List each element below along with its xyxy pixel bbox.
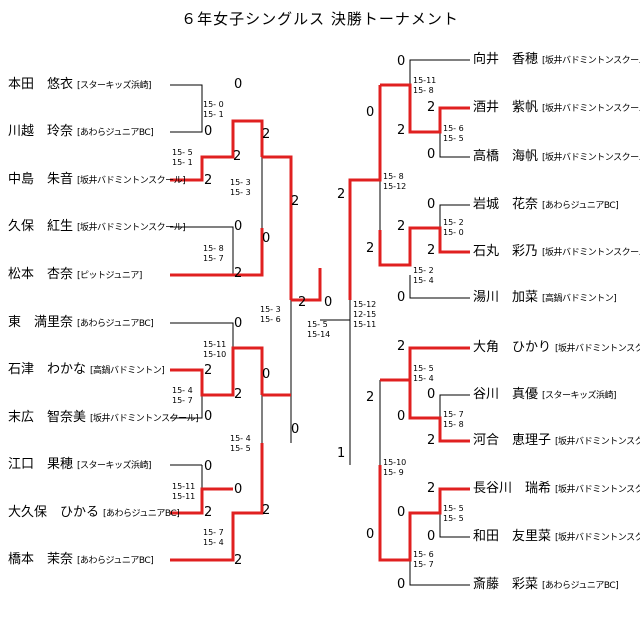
- game-count: 2: [234, 266, 243, 281]
- player-right-8: 谷川 真優[スターキッズ浜崎]: [473, 387, 617, 402]
- score-left: 15- 4 15- 5: [230, 434, 251, 453]
- player-right-11: 和田 友里菜[坂井バドミントンスクール]: [473, 529, 640, 544]
- game-count: 2: [366, 241, 375, 256]
- player-right-10: 長谷川 瑞希[坂井バドミントンスクール]: [473, 481, 640, 496]
- game-count: 0: [397, 409, 406, 424]
- score-left: 15- 5 15- 1: [172, 148, 193, 167]
- game-count: 2: [234, 553, 243, 568]
- player-left-4: 久保 紅生[坂井バドミントンスクール]: [8, 219, 186, 234]
- game-count: 0: [427, 197, 436, 212]
- score-right: 15- 6 15- 7: [413, 550, 434, 569]
- game-count: 0: [234, 316, 243, 331]
- player-right-1: 向井 香穂[坂井バドミントンスクール]: [473, 52, 640, 67]
- game-count: 0: [427, 529, 436, 544]
- game-count: 0: [262, 231, 271, 246]
- score-left: 15- 3 15- 3: [230, 178, 251, 197]
- game-count: 2: [291, 194, 300, 209]
- game-count: 1: [337, 446, 346, 461]
- game-count: 2: [427, 243, 436, 258]
- game-count: 2: [427, 481, 436, 496]
- page-title: ６年女子シングルス 決勝トーナメント: [181, 10, 459, 28]
- player-right-5: 石丸 彩乃[坂井バドミントンスクール]: [473, 244, 640, 259]
- score-right: 15- 2 15- 0: [443, 218, 464, 237]
- game-count: 0: [204, 459, 213, 474]
- score-right: 15- 8 15-12: [383, 172, 407, 191]
- score-left: 15- 0 15- 1: [203, 100, 224, 119]
- score-right: 15-11 15- 8: [413, 76, 437, 95]
- score-right: 15-12 12-15 15-11: [353, 300, 377, 329]
- game-count: 2: [337, 187, 346, 202]
- player-right-3: 高橋 海帆[坂井バドミントンスクール]: [473, 149, 640, 164]
- score-left: 15- 7 15- 4: [203, 528, 224, 547]
- game-count: 0: [324, 295, 333, 310]
- score-left: 15- 4 15- 7: [172, 386, 193, 405]
- player-right-9: 河合 恵理子[坂井バドミントンスクール]: [473, 433, 640, 448]
- player-right-6: 湯川 加菜[高鍋バドミントン]: [473, 290, 617, 305]
- game-count: 0: [397, 290, 406, 305]
- player-left-9: 江口 果穂[スターキッズ浜崎]: [8, 457, 152, 472]
- score-left: 15-11 15-11: [172, 482, 196, 501]
- score-right: 15-10 15- 9: [383, 458, 407, 477]
- player-right-2: 酒井 紫帆[坂井バドミントンスクール]: [473, 100, 640, 115]
- player-right-12: 斎藤 彩菜[あわらジュニアBC]: [473, 577, 619, 592]
- game-count: 0: [397, 505, 406, 520]
- game-count: 2: [427, 433, 436, 448]
- player-left-5: 松本 杏奈[ピットジュニア]: [8, 267, 142, 282]
- game-count: 2: [262, 127, 271, 142]
- player-left-2: 川越 玲奈[あわらジュニアBC]: [8, 124, 154, 139]
- score-left: 15-11 15-10: [203, 340, 227, 359]
- game-count: 0: [204, 124, 213, 139]
- game-count: 2: [262, 503, 271, 518]
- score-final: 15- 5 15-14: [307, 320, 331, 339]
- game-count: 0: [366, 105, 375, 120]
- player-left-6: 東 満里奈[あわらジュニアBC]: [8, 315, 154, 330]
- player-left-11: 橋本 茉奈[あわらジュニアBC]: [8, 552, 154, 567]
- score-left: 15- 8 15- 7: [203, 244, 224, 263]
- game-count: 2: [397, 219, 406, 234]
- game-count: 0: [234, 77, 243, 92]
- game-count: 2: [234, 387, 243, 402]
- game-count: 0: [366, 527, 375, 542]
- game-count: 0: [234, 219, 243, 234]
- score-left: 15- 3 15- 6: [260, 305, 281, 324]
- game-count: 0: [397, 577, 406, 592]
- player-left-8: 末広 智奈美[坂井バドミントンスクール]: [8, 410, 199, 425]
- game-count: 2: [366, 390, 375, 405]
- score-right: 15- 5 15- 4: [413, 364, 434, 383]
- game-count: 0: [234, 482, 243, 497]
- player-right-4: 岩城 花奈[あわらジュニアBC]: [473, 197, 619, 212]
- game-count: 2: [204, 173, 213, 188]
- score-right: 15- 7 15- 8: [443, 410, 464, 429]
- player-left-7: 石津 わかな[高鍋バドミントン]: [8, 362, 165, 377]
- score-right: 15- 6 15- 5: [443, 124, 464, 143]
- game-count: 0: [427, 147, 436, 162]
- player-left-3: 中島 朱音[坂井バドミントンスクール]: [8, 172, 186, 187]
- player-left-1: 本田 悠衣[スターキッズ浜崎]: [8, 77, 152, 92]
- game-count: 2: [397, 339, 406, 354]
- score-right: 15- 5 15- 5: [443, 504, 464, 523]
- game-count: 2: [204, 505, 213, 520]
- player-right-7: 大角 ひかり[坂井バドミントンスクール]: [473, 340, 640, 355]
- game-count: 0: [262, 367, 271, 382]
- game-count: 0: [291, 422, 300, 437]
- score-right: 15- 2 15- 4: [413, 266, 434, 285]
- game-count: 2: [233, 149, 242, 164]
- game-count: 0: [397, 54, 406, 69]
- game-count: 0: [204, 409, 213, 424]
- player-left-10: 大久保 ひかる[あわらジュニアBC]: [8, 505, 180, 520]
- game-count: 2: [204, 363, 213, 378]
- game-count: 2: [427, 100, 436, 115]
- game-count: 2: [298, 295, 307, 310]
- game-count: 2: [397, 123, 406, 138]
- game-count: 0: [427, 387, 436, 402]
